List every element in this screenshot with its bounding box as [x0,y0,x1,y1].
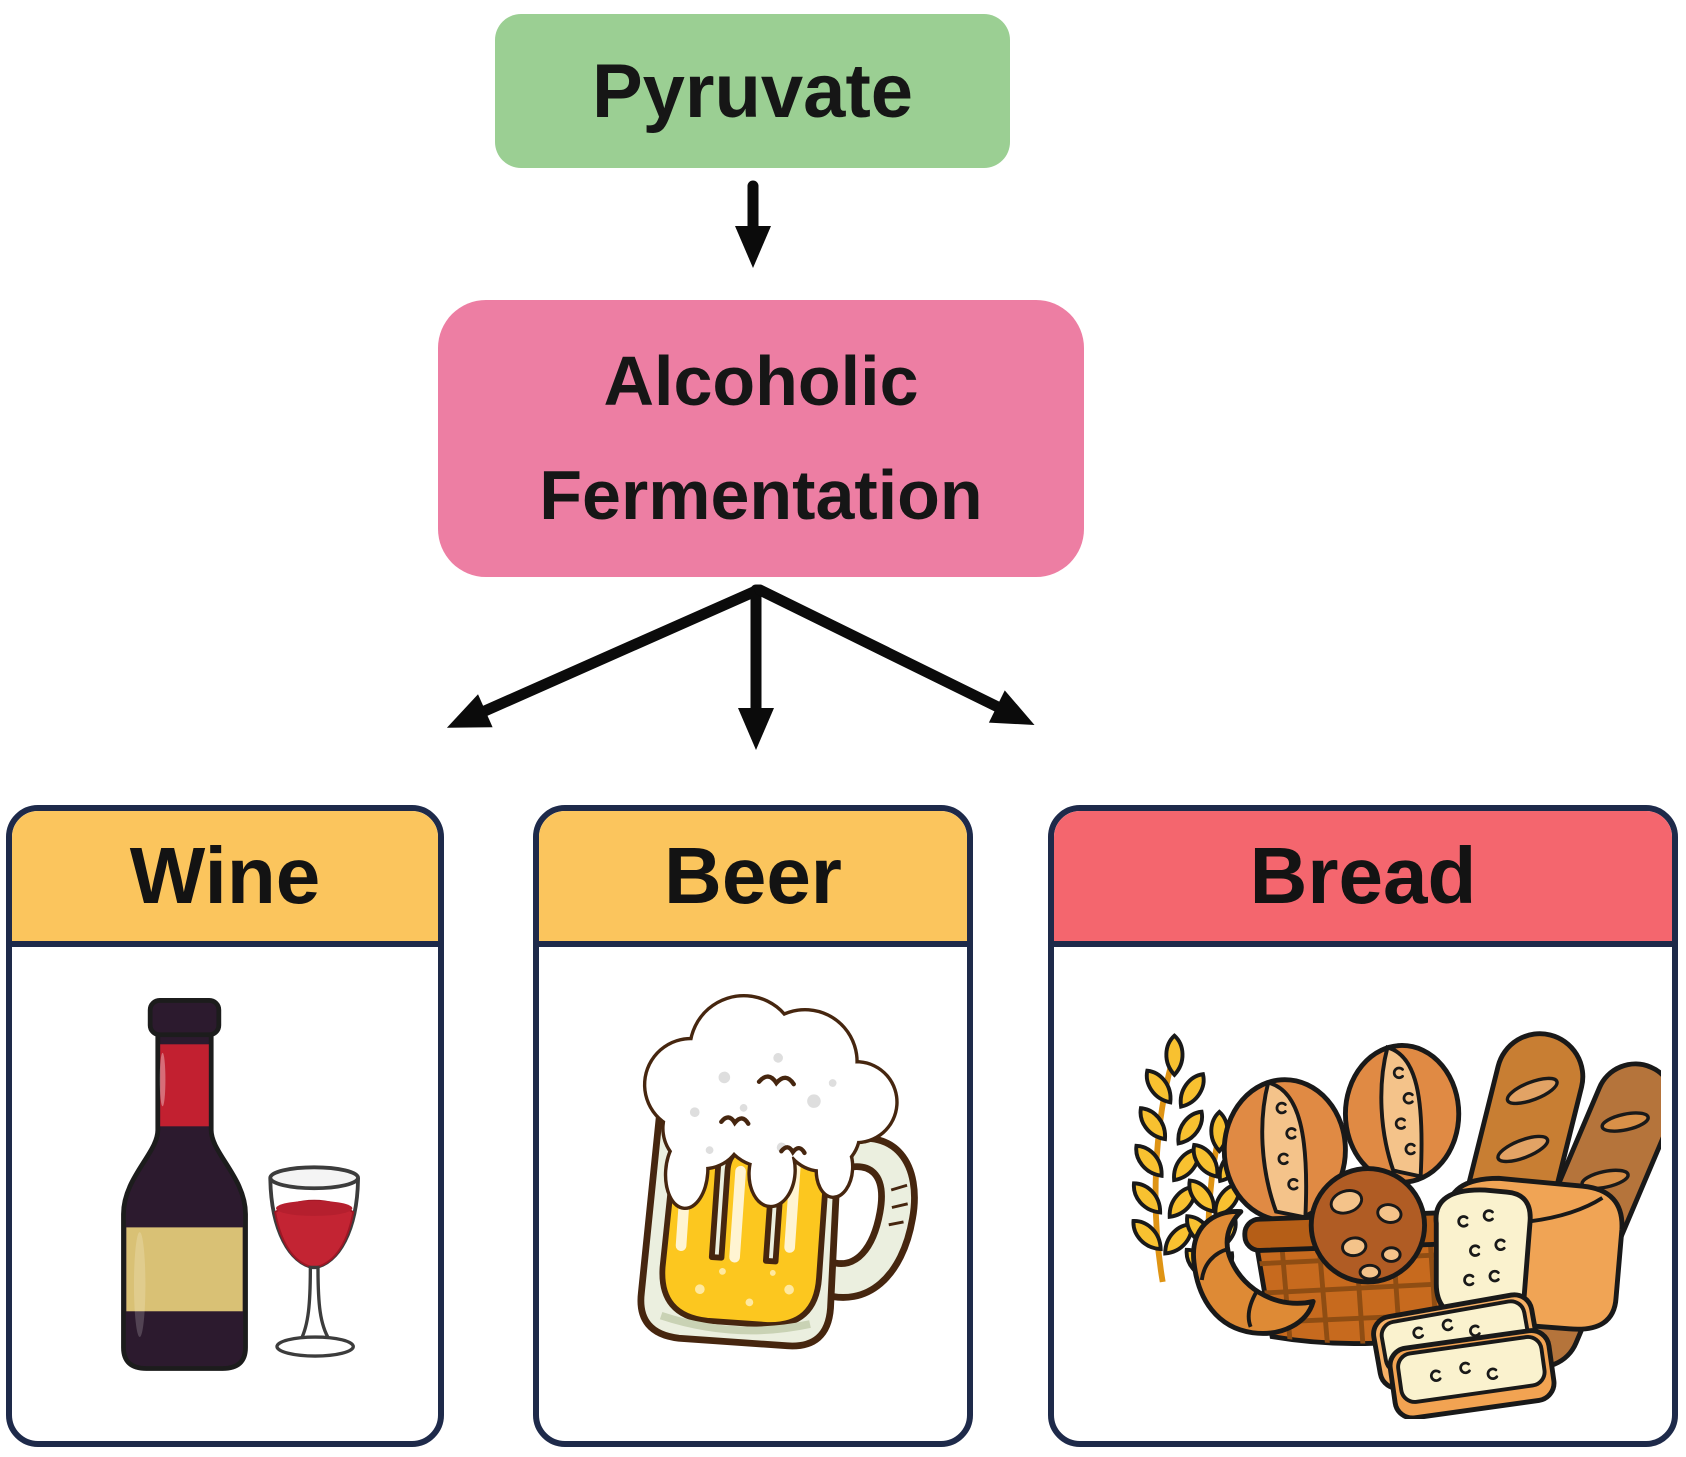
card-bread-title: Bread [1249,831,1477,920]
card-beer-header: Beer [539,811,967,947]
card-wine-body [12,947,438,1441]
card-beer-body [539,947,967,1441]
node-pyruvate: Pyruvate [495,14,1010,168]
bread-basket-icon [1125,1031,1661,1419]
card-wine-header: Wine [12,811,438,947]
card-bread: Bread [1048,805,1678,1447]
card-wine-title: Wine [129,831,321,920]
pyruvate-label: Pyruvate [591,48,914,134]
wine-bottle-and-glass-icon [120,998,360,1371]
node-alcoholic-fermentation: Alcoholic Fermentation [438,300,1084,577]
card-beer: Beer [533,805,973,1447]
card-bread-header: Bread [1054,811,1672,947]
card-beer-title: Beer [664,831,842,920]
card-wine: Wine [6,805,444,1447]
beer-mug-icon [637,993,918,1350]
alcoholic-fermentation-label: Alcoholic Fermentation [539,342,983,534]
card-bread-body [1054,947,1672,1441]
